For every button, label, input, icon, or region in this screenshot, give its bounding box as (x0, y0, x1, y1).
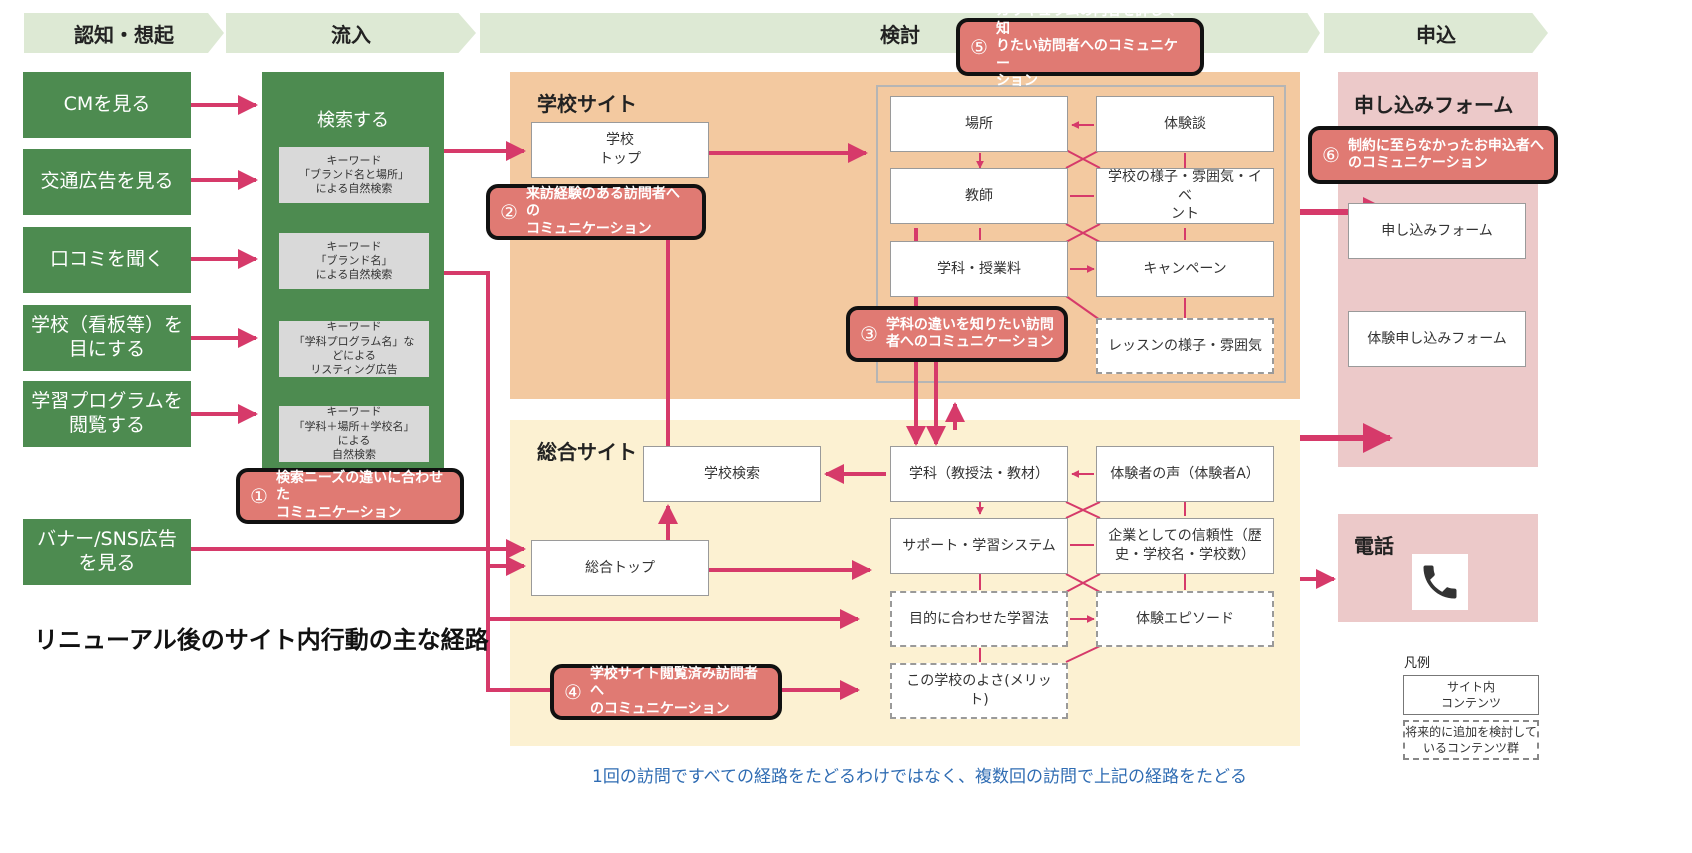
callout-3: ③ 学科の違いを知りたい訪問 者へのコミュニケーション (846, 306, 1068, 362)
keyword-program-place-school: キーワード 「学科＋場所＋学校名」 による 自然検索 (279, 405, 429, 462)
callout-2-number: ② (500, 199, 518, 224)
callout-2-text: 来訪経験のある訪問者への コミュニケーション (525, 185, 680, 237)
callout-4-text: 学校サイト閲覧済み訪問者へ のコミュニケーション (589, 665, 758, 717)
school-content-group-frame (876, 85, 1286, 383)
callout-5-number: ⑤ (970, 34, 988, 59)
legend-future-content: 将来的に追加を検討して いるコンテンツ群 (1403, 720, 1539, 760)
school-search: 学校検索 (643, 446, 821, 502)
school-course-fee: 学科・授業料 (890, 241, 1068, 297)
apply-form: 申し込みフォーム (1348, 203, 1526, 259)
general-site-label: 総合サイト (537, 440, 637, 464)
stage-apply: 申込 (1324, 13, 1548, 53)
awareness-transit-ad: 交通広告を見る (23, 149, 191, 215)
phone-icon (1412, 554, 1468, 610)
keyword-brand: キーワード 「ブランド名」 による自然検索 (279, 233, 429, 289)
school-campaign: キャンペーン (1096, 241, 1274, 297)
search-header: 検索する (317, 110, 389, 131)
callout-1-number: ① (250, 483, 268, 508)
callout-3-number: ③ (860, 321, 878, 346)
awareness-banner-sns: バナー/SNS広告 を見る (23, 519, 191, 585)
general-voice: 体験者の声（体験者A） (1096, 446, 1274, 502)
awareness-word-of-mouth: 口コミを聞く (23, 227, 191, 293)
callout-4-number: ④ (564, 679, 582, 704)
general-school-merit: この学校のよさ(メリット) (890, 663, 1068, 719)
trial-apply-form: 体験申し込みフォーム (1348, 311, 1526, 367)
legend-title: 凡例 (1404, 656, 1431, 671)
keyword-program-listing: キーワード 「学科プログラム名」な どによる リスティング広告 (279, 320, 429, 377)
callout-5: ⑤ カリキュラムの内容を詳しく知 りたい訪問者へのコミュニケー ション (956, 3, 1204, 89)
diagram-title: リニューアル後のサイト内行動の主な経路 (34, 626, 489, 654)
general-top: 総合トップ (531, 540, 709, 596)
general-course-method: 学科（教授法・教材） (890, 446, 1068, 502)
callout-5-text: カリキュラムの内容を詳しく知 りたい訪問者へのコミュニケー ション (995, 3, 1178, 90)
school-top: 学校 トップ (531, 122, 709, 178)
callout-6: ⑥ 制約に至らなかったお申込者へ のコミュニケーション (1308, 126, 1558, 184)
school-teacher: 教師 (890, 168, 1068, 224)
school-lesson-atmosphere: レッスンの様子・雰囲気 (1096, 318, 1274, 374)
awareness-program: 学習プログラムを 閲覧する (23, 381, 191, 447)
awareness-cm: CMを見る (23, 72, 191, 138)
school-testimonial: 体験談 (1096, 96, 1274, 152)
callout-1: ① 検索ニーズの違いに合わせた コミュニケーション (236, 468, 464, 524)
callout-3-text: 学科の違いを知りたい訪問 者へのコミュニケーション (885, 316, 1054, 351)
apply-form-label: 申し込みフォーム (1354, 93, 1514, 117)
callout-2: ② 来訪経験のある訪問者への コミュニケーション (486, 184, 706, 240)
callout-4: ④ 学校サイト閲覧済み訪問者へ のコミュニケーション (550, 664, 782, 720)
stage-awareness: 認知・想起 (24, 13, 224, 53)
school-location: 場所 (890, 96, 1068, 152)
general-support-system: サポート・学習システム (890, 518, 1068, 574)
keyword-brand-place: キーワード 「ブランド名と場所」 による自然検索 (279, 147, 429, 203)
general-corporate-trust: 企業としての信頼性（歴 史・学校名・学校数） (1096, 518, 1274, 574)
callout-6-number: ⑥ (1322, 142, 1340, 167)
legend-site-content: サイト内 コンテンツ (1403, 675, 1539, 715)
general-purpose-method: 目的に合わせた学習法 (890, 591, 1068, 647)
school-site-label: 学校サイト (537, 92, 637, 116)
footnote: 1回の訪問ですべての経路をたどるわけではなく、複数回の訪問で上記の経路をたどる (592, 767, 1247, 787)
callout-6-text: 制約に至らなかったお申込者へ のコミュニケーション (1347, 137, 1544, 172)
school-atmosphere-event: 学校の様子・雰囲気・イベ ント (1096, 168, 1274, 224)
callout-1-text: 検索ニーズの違いに合わせた コミュニケーション (275, 469, 444, 521)
phone-label: 電話 (1354, 534, 1394, 558)
awareness-signboard: 学校（看板等）を 目にする (23, 305, 191, 371)
general-experience-episode: 体験エピソード (1096, 591, 1274, 647)
stage-inflow: 流入 (226, 13, 476, 53)
phone-glyph (1423, 565, 1457, 599)
